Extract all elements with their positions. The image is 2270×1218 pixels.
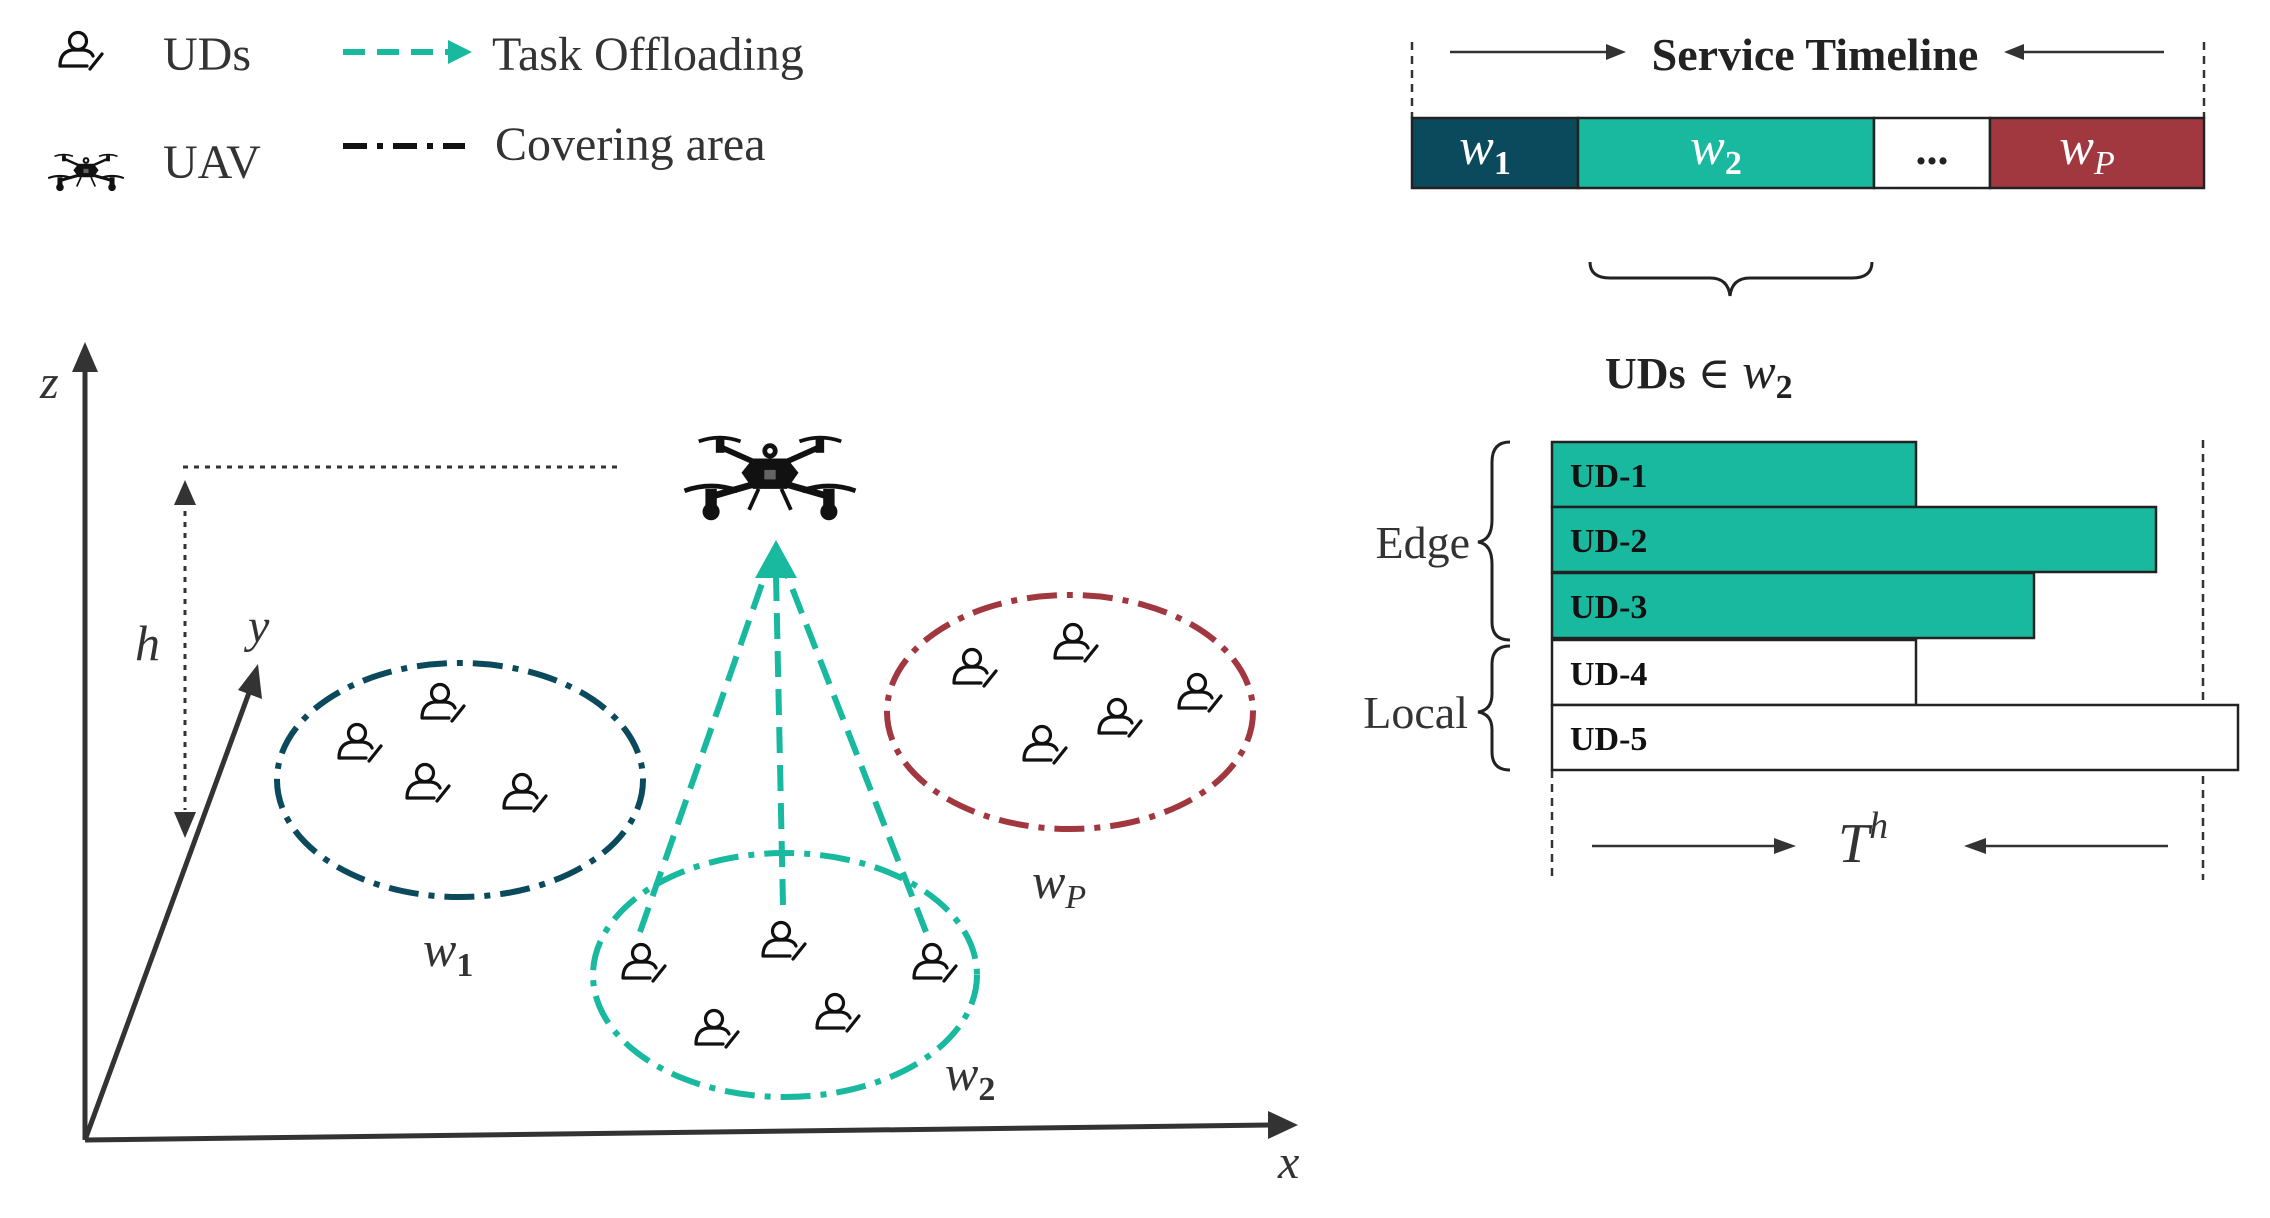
user-device-icon (761, 920, 807, 961)
user-device-icon (420, 682, 466, 723)
uds-in-w2-label: UDs∈w2 (1605, 343, 1793, 406)
period-arrowhead-left (1964, 838, 1986, 854)
ud-schedule: UD-1UD-2UD-3UD-4UD-5 Edge Local Th (1363, 440, 2240, 880)
timeline-segment-label: ... (1916, 125, 1949, 174)
legend-covering-area-label: Covering area (495, 118, 766, 171)
area-label-w1: w1 (423, 921, 473, 984)
covering-area-ellipse (590, 850, 980, 1100)
legend-task-offloading-label: Task Offloading (492, 28, 804, 81)
user-device-icon (405, 762, 451, 803)
schedule-bar-label: UD-1 (1570, 458, 1647, 495)
schedule-bar-label: UD-2 (1570, 523, 1647, 560)
user-device-icon (1053, 622, 1099, 663)
schedule-bar-ud-5 (1550, 703, 2240, 772)
w2-brace (1588, 261, 1874, 297)
user-device-icon (58, 30, 104, 71)
schedule-bar-ud-1 (1550, 440, 1918, 509)
schedule-bar-ud-3 (1550, 571, 2036, 640)
period-label: Th (1838, 805, 1888, 875)
timeline-segment (1576, 116, 1876, 190)
user-device-icon (952, 647, 998, 688)
timeline-segment (1872, 116, 1992, 190)
height-arrow-down (174, 812, 196, 838)
x-axis-label: x (1277, 1136, 1299, 1189)
offload-line-left (637, 574, 768, 933)
user-device-icon (621, 942, 667, 983)
schedule-bar-ud-4 (1550, 638, 1918, 707)
service-timeline: Service Timeline w1 w2... wP UDs∈w2 (1410, 29, 2206, 406)
task-offloading-arrows (637, 540, 929, 934)
user-device-icon (912, 942, 958, 983)
drone-icon (685, 438, 856, 521)
coverage-area-w2: w2 (590, 850, 995, 1108)
task-offloading-arrowhead (448, 40, 472, 64)
local-label: Local (1363, 687, 1468, 738)
legend: UDs UAV Task Offloading Covering area (46, 28, 804, 193)
timeline-arrowhead-right (1606, 44, 1626, 60)
x-axis (84, 1122, 1271, 1143)
timeline-segment (1410, 116, 1580, 190)
y-axis (82, 689, 253, 1141)
schedule-bar-label: UD-3 (1570, 589, 1647, 626)
timeline-segment-label: w1 (1459, 119, 1511, 182)
z-axis-label: z (39, 356, 59, 409)
timeline-segment-label: wP (2059, 119, 2114, 182)
area-label-wP: wP (1032, 853, 1086, 916)
legend-uds-label: UDs (163, 28, 251, 81)
timeline-segment (1988, 116, 2206, 190)
timeline-arrowhead-left (2004, 44, 2024, 60)
z-axis-arrowhead (72, 342, 98, 372)
local-brace (1477, 644, 1511, 772)
timeline-segments: w1 w2... wP (1410, 116, 2206, 190)
schedule-bars: UD-1UD-2UD-3UD-4UD-5 (1550, 440, 2240, 772)
offload-line-right (784, 573, 929, 934)
height-arrow-up (174, 480, 196, 505)
covering-area-ellipse (884, 592, 1256, 832)
coverage-area-wP: wP (884, 592, 1256, 916)
axes: z x y h (39, 342, 1299, 1189)
user-device-icon (337, 722, 383, 763)
schedule-bar-ud-2 (1550, 505, 2158, 574)
covering-area-ellipse (274, 660, 646, 900)
user-device-icon (1177, 672, 1223, 713)
area-label-w2: w2 (945, 1045, 995, 1108)
user-device-icon (1022, 724, 1068, 765)
height-label: h (135, 615, 160, 671)
timeline-title: Service Timeline (1652, 29, 1979, 80)
legend-uav-label: UAV (163, 136, 261, 189)
x-axis-arrowhead (1268, 1111, 1298, 1139)
offload-line-center (773, 574, 786, 906)
period-arrowhead-right (1774, 838, 1796, 854)
coverage-area-w1: w1 (274, 660, 646, 984)
user-device-icon (1097, 697, 1143, 738)
schedule-bar-label: UD-4 (1570, 656, 1647, 693)
y-axis-label: y (243, 600, 270, 653)
schedule-bar-label: UD-5 (1570, 721, 1647, 758)
offload-arrowhead (755, 540, 797, 578)
edge-brace (1477, 440, 1511, 642)
user-device-icon (694, 1008, 740, 1049)
user-device-icon (502, 772, 548, 813)
y-axis-arrowhead (238, 664, 262, 699)
drone-icon (46, 153, 126, 193)
timeline-segment-label: w2 (1690, 119, 1742, 182)
user-device-icon (815, 992, 861, 1033)
edge-label: Edge (1375, 517, 1470, 568)
